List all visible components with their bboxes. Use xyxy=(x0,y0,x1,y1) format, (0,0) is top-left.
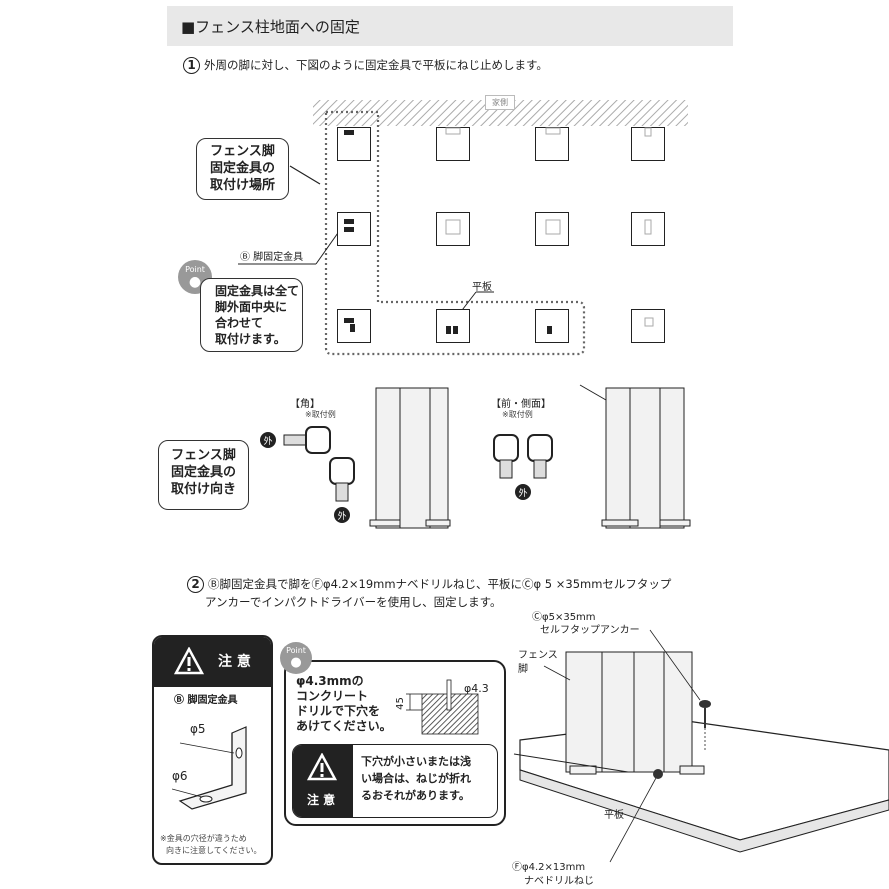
post-box xyxy=(631,127,665,161)
point-badge-label: Point xyxy=(286,646,306,655)
plate-label-2: 平板 xyxy=(604,810,624,821)
callout-line: 固定金具の xyxy=(209,161,275,176)
post-box xyxy=(535,309,569,343)
assembly-drawing xyxy=(513,629,889,863)
point-note-line: 固定金具は全て xyxy=(215,284,300,298)
bracket-diagram xyxy=(172,726,247,810)
point-note-line: 取付けます。 xyxy=(215,332,286,346)
svg-text:外: 外 xyxy=(518,487,527,499)
svg-text:外: 外 xyxy=(337,510,346,522)
bracket-label: Ⓑ 脚固定金具 xyxy=(240,252,304,263)
drill-caution-line: い場合は、ねじが折れ xyxy=(361,772,471,785)
svg-text:外: 外 xyxy=(263,435,272,447)
drill-text-line: ドリルで下穴を xyxy=(296,704,381,718)
step2-line1: 2 Ⓑ脚固定金具で脚をⒻφ4.2×19mmナベドリルねじ、平板にⒸφ 5 ×35m… xyxy=(187,576,671,593)
callout-line: 取付け場所 xyxy=(209,178,275,193)
caution-header: 注 意 xyxy=(154,637,271,687)
caution-panel: 注 意 Ⓑ 脚固定金具 φ5 φ6 ※金具の穴径が違うため 向きに注意してくださ… xyxy=(152,635,273,865)
post-box xyxy=(535,212,569,246)
orientation-drawings: 外 外 外 xyxy=(260,384,691,529)
point-note-line: 脚外面中央に xyxy=(215,300,288,314)
post-box xyxy=(436,127,470,161)
callout-line: 取付け向き xyxy=(170,482,236,497)
point-badge-label: Point xyxy=(185,265,205,274)
step1-instruction: 1 外周の脚に対し、下図のように固定金具で平板にねじ止めします。 xyxy=(183,57,548,74)
drill-caution-side: 注 意 xyxy=(293,745,353,817)
plate-label: 平板 xyxy=(472,282,492,293)
callout-orientation: フェンス脚 固定金具の 取付け向き xyxy=(158,440,249,510)
step2-number-icon: 2 xyxy=(187,576,204,593)
anchor-label-1: Ⓒφ5×35mm xyxy=(532,612,596,623)
hole-diagram xyxy=(406,679,479,735)
corner-note: ※取付例 xyxy=(305,410,336,419)
step1-text: 外周の脚に対し、下図のように固定金具で平板にねじ止めします。 xyxy=(204,58,548,72)
highlight-path xyxy=(324,110,586,356)
drill-caution-text: 下穴が小さいまたは浅 い場合は、ねじが折れ るおそれがあります。 xyxy=(361,753,471,804)
caution-title: 注 意 xyxy=(218,654,251,670)
callout-line: フェンス脚 xyxy=(210,144,275,159)
post-box xyxy=(631,309,665,343)
drill-panel: φ4.3mmの コンクリート ドリルで下穴を あけてください。 φ4.3 45 … xyxy=(284,660,506,826)
corner-label: 【角】 xyxy=(290,399,320,410)
drill-point-badge: Point ● xyxy=(280,642,312,674)
callout-line: 固定金具の xyxy=(170,465,236,480)
warning-icon xyxy=(174,647,204,675)
callout-line: フェンス脚 xyxy=(171,448,236,463)
drill-caution: 注 意 下穴が小さいまたは浅 い場合は、ねじが折れ るおそれがあります。 xyxy=(292,744,498,818)
drill-text-line: コンクリート xyxy=(296,689,369,703)
screw-label-1: Ⓕφ4.2×13mm xyxy=(512,862,586,873)
post-box xyxy=(631,212,665,246)
point-note-line: 合わせて xyxy=(215,316,264,330)
callout-location: フェンス脚 固定金具の 取付け場所 xyxy=(196,138,289,200)
section-header: ■フェンス柱地面への固定 xyxy=(167,6,733,46)
caution-note-1: ※金具の穴径が違うため xyxy=(160,834,247,843)
caution-note-2: 向きに注意してください。 xyxy=(166,846,262,855)
step1-number-icon: 1 xyxy=(183,57,200,74)
point-note: 固定金具は全て 脚外面中央に 合わせて 取付けます。 xyxy=(200,278,303,352)
bulb-icon: ● xyxy=(188,274,202,290)
front-label: 【前・側面】 xyxy=(491,399,551,410)
leg-label-1: フェンス xyxy=(518,650,558,661)
hole-diameter: φ4.3 xyxy=(464,682,489,695)
warning-icon xyxy=(307,753,337,781)
diameter-6: φ6 xyxy=(172,769,188,783)
post-box xyxy=(535,127,569,161)
post-box xyxy=(436,212,470,246)
drill-text-line: あけてください。 xyxy=(296,719,392,733)
section-title: ■フェンス柱地面への固定 xyxy=(181,18,360,36)
drill-caution-line: 下穴が小さいまたは浅 xyxy=(361,755,471,768)
step2-line1-text: Ⓑ脚固定金具で脚をⒻφ4.2×19mmナベドリルねじ、平板にⒸφ 5 ×35mm… xyxy=(208,577,672,591)
bulb-icon: ● xyxy=(290,655,302,670)
drill-caution-title: 注 意 xyxy=(307,793,336,807)
house-label: 家側 xyxy=(485,95,515,110)
drill-caution-line: るおそれがあります。 xyxy=(361,789,470,802)
bracket-marks xyxy=(344,127,654,334)
diameter-5: φ5 xyxy=(190,722,206,736)
leg-label-2: 脚 xyxy=(518,664,528,675)
hole-depth: 45 xyxy=(394,697,406,710)
caution-subtitle: Ⓑ 脚固定金具 xyxy=(174,695,238,706)
drill-text-line: φ4.3mmの xyxy=(296,674,364,688)
screw-label-2: ナベドリルねじ xyxy=(524,876,594,887)
anchor-label-2: セルフタップアンカー xyxy=(540,625,640,636)
drill-text: φ4.3mmの コンクリート ドリルで下穴を あけてください。 xyxy=(296,674,392,734)
front-note: ※取付例 xyxy=(502,410,533,419)
step2-line2: アンカーでインパクトドライバーを使用し、固定します。 xyxy=(205,595,502,609)
